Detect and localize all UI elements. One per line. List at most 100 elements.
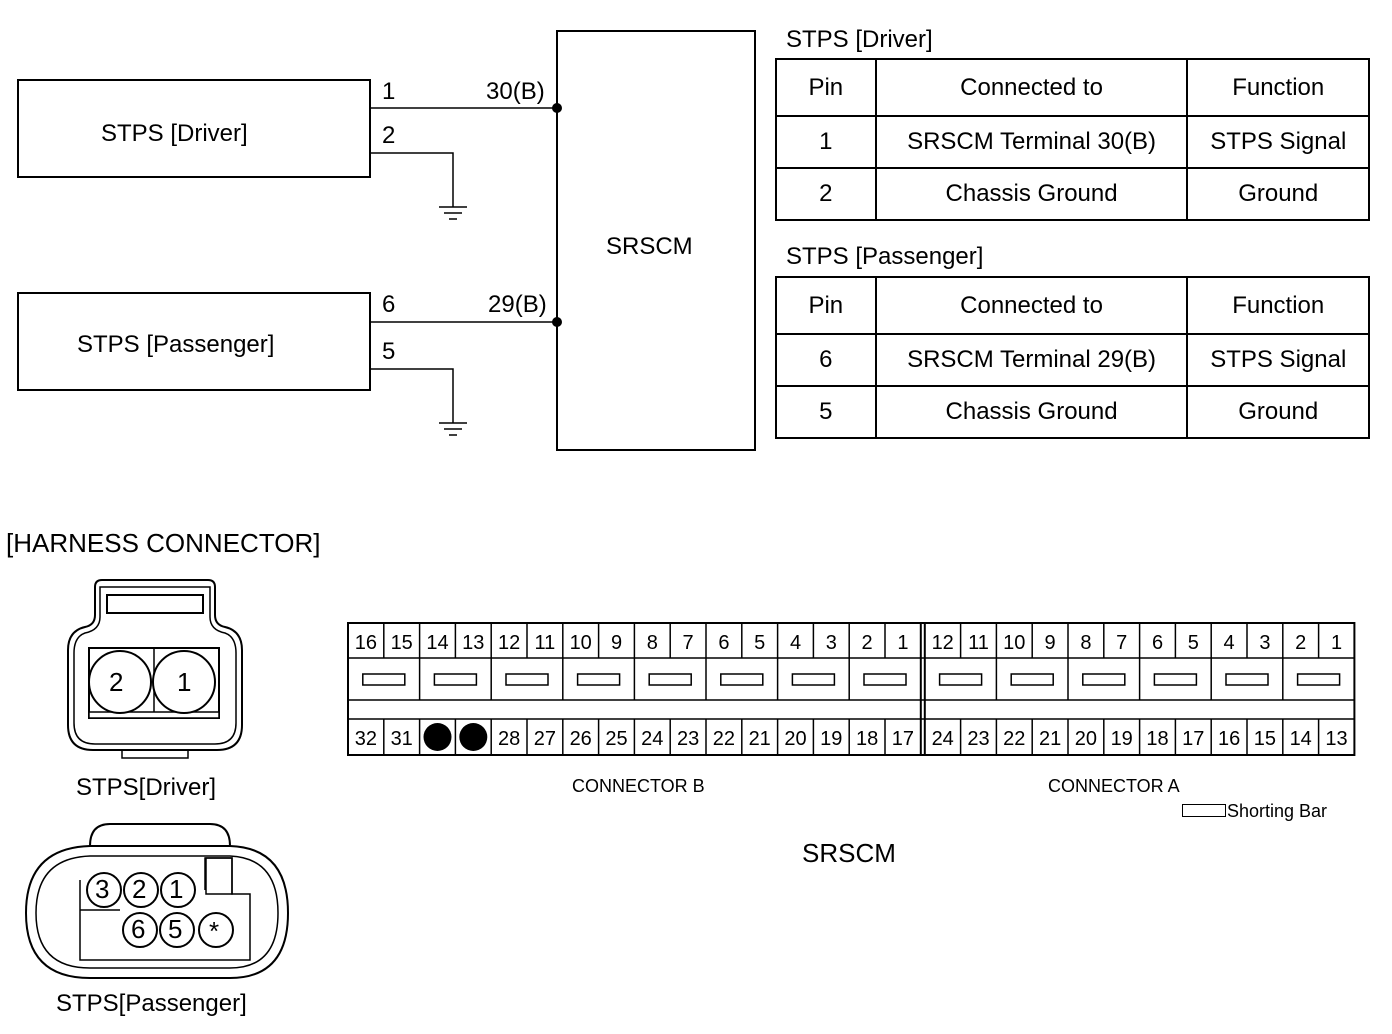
table-cell: STPS Signal — [1186, 115, 1370, 169]
connector-a-top-pin-label: 2 — [1295, 632, 1306, 654]
connector-b-top-pin-label: 15 — [391, 632, 413, 654]
table-header-cell: Function — [1186, 58, 1370, 117]
connector-b-bottom-pin-label: 18 — [856, 728, 878, 750]
shorting-bar — [1225, 673, 1269, 686]
driver-connector-latch — [106, 594, 204, 614]
driver-table-title: STPS [Driver] — [786, 26, 933, 53]
table-header-cell: Connected to — [874, 58, 1189, 117]
passenger-pin-3-label: 3 — [95, 874, 110, 904]
table-header-cell: Pin — [775, 276, 877, 335]
passenger-pin-6-socket — [122, 912, 158, 948]
passenger-box-label: STPS [Passenger] — [77, 331, 275, 358]
driver-connector-tab — [121, 749, 189, 759]
connector-b-top-pin-label: 11 — [535, 632, 556, 654]
harness-heading: [HARNESS CONNECTOR] — [6, 528, 321, 558]
connector-a-bottom-pin-label: 16 — [1218, 728, 1240, 750]
driver-junction-dot — [552, 103, 562, 113]
passenger-connector-label: STPS[Passenger] — [56, 990, 247, 1017]
table-cell: Chassis Ground — [874, 385, 1189, 439]
connector-b-top-pin-label: 5 — [754, 632, 765, 654]
connector-a-top-pin-label: 8 — [1080, 632, 1091, 654]
table-row: 5 Chassis Ground Ground — [775, 385, 1370, 439]
connector-a-bottom-pin-label: 14 — [1290, 728, 1312, 750]
connector-b-bottom-pin-label: 22 — [713, 728, 735, 750]
table-header-cell: Pin — [775, 58, 877, 117]
driver-ground-icon — [439, 206, 467, 220]
table-header-row: Pin Connected to Function — [775, 276, 1370, 335]
connector-b-bottom-pin-label: 27 — [534, 728, 556, 750]
driver-pin-2-label: 2 — [109, 667, 124, 697]
driver-pin-1-socket — [152, 650, 216, 714]
connector-a-bottom-pin-label: 17 — [1182, 728, 1204, 750]
passenger-ground-icon — [439, 422, 467, 436]
connector-b-bottom-pin-label: 32 — [355, 728, 377, 750]
table-cell: 5 — [775, 385, 877, 439]
connector-a-bottom-pin-label: 22 — [1003, 728, 1025, 750]
srscm-box-label: SRSCM — [606, 233, 693, 260]
shorting-bar — [648, 673, 692, 686]
connector-b-top-pin-label: 13 — [462, 632, 484, 654]
passenger-pin-2-socket — [123, 872, 159, 908]
table-row: 1 SRSCM Terminal 30(B) STPS Signal — [775, 115, 1370, 169]
passenger-pin-1-label: 1 — [169, 874, 184, 904]
connector-b-top-pin-label: 6 — [718, 632, 729, 654]
connector-b-top-pin-label: 4 — [790, 632, 801, 654]
passenger-pin-blank-label: * — [209, 916, 220, 946]
driver-connector-drawing — [67, 579, 243, 759]
connector-b-top-pin-label: 12 — [498, 632, 520, 654]
connector-a-top-pin-label: 11 — [968, 632, 989, 654]
connector-b-bottom-pin-label: 23 — [677, 728, 699, 750]
connector-a-bottom-pin-label: 20 — [1075, 728, 1097, 750]
shorting-bar — [1153, 673, 1198, 686]
connector-b-label: CONNECTOR B — [572, 776, 705, 796]
connector-b-bottom-pin-label: 28 — [498, 728, 520, 750]
driver-pin-1-label: 1 — [382, 78, 396, 105]
connector-b-filled-pin-29 — [459, 723, 488, 751]
connector-b-bottom-pin-label: 21 — [749, 728, 771, 750]
connector-a-top-pin-label: 10 — [1003, 632, 1025, 654]
table-row: 6 SRSCM Terminal 29(B) STPS Signal — [775, 333, 1370, 387]
connector-a-top-pin-label: 5 — [1188, 632, 1199, 654]
table-cell: STPS Signal — [1186, 333, 1370, 387]
passenger-pin-2-label: 2 — [132, 874, 147, 904]
passenger-terminal-label: 29(B) — [488, 291, 547, 318]
table-cell: SRSCM Terminal 29(B) — [874, 333, 1189, 387]
driver-connector-housing — [67, 579, 243, 751]
shorting-bar-legend-label: Shorting Bar — [1227, 801, 1328, 821]
connector-a-bottom-pin-label: 18 — [1146, 728, 1168, 750]
connector-b-top-pin-label: 1 — [897, 632, 908, 654]
passenger-pin-5-label: 5 — [168, 914, 183, 944]
table-header-cell: Function — [1186, 276, 1370, 335]
connector-b-bottom-pin-label: 25 — [605, 728, 627, 750]
passenger-pin-5-label: 5 — [382, 338, 396, 365]
table-cell: 2 — [775, 167, 877, 221]
table-cell: Ground — [1186, 167, 1370, 221]
shorting-bar — [938, 673, 983, 686]
table-header-row: Pin Connected to Function — [775, 58, 1370, 117]
connector-b-top-pin-label: 2 — [862, 632, 873, 654]
shorting-bar — [720, 673, 764, 686]
connector-b-top-pin-label: 14 — [426, 632, 448, 654]
passenger-pin-1-socket — [160, 872, 196, 908]
table-cell: SRSCM Terminal 30(B) — [874, 115, 1189, 169]
connector-a-top-pin-label: 9 — [1045, 632, 1056, 654]
connector-a-bottom-pin-label: 23 — [967, 728, 989, 750]
driver-terminal-label: 30(B) — [486, 78, 545, 105]
connector-b-top-pin-label: 7 — [683, 632, 694, 654]
shorting-bar — [433, 673, 478, 686]
driver-box-label: STPS [Driver] — [101, 120, 248, 147]
srscm-module-box — [556, 30, 756, 451]
passenger-table-title: STPS [Passenger] — [786, 243, 984, 270]
connector-b-bottom-pin-label: 17 — [892, 728, 914, 750]
connector-a-top-pin-label: 3 — [1259, 632, 1270, 654]
connector-a-top-pin-label: 4 — [1224, 632, 1235, 654]
connector-b-bottom-pin-label: 24 — [641, 728, 663, 750]
passenger-connector-latch — [89, 823, 231, 847]
shorting-bar — [863, 673, 907, 686]
driver-connector-label: STPS[Driver] — [76, 774, 217, 801]
passenger-pin-table: Pin Connected to Function 6 SRSCM Termin… — [775, 276, 1370, 439]
passenger-pin-blank-socket — [198, 912, 234, 948]
connector-b-bottom-pin-label: 19 — [820, 728, 842, 750]
passenger-junction-dot — [552, 317, 562, 327]
